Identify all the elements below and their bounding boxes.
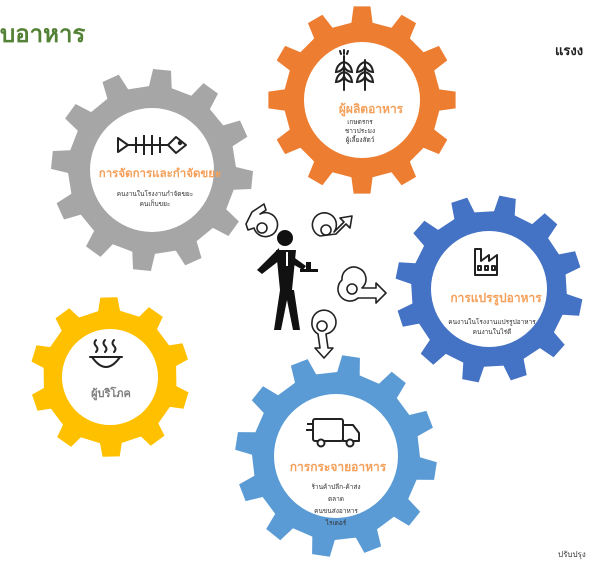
processing-line-1: คนงานในโรงงานแปรรูปอาหาร [448,318,536,326]
distribution-line-1: ร้านค้าปลีก-ค้าส่ง [311,483,360,491]
distribution-line-3: คนขนส่งอาหาร [314,507,358,515]
gear-distribution [235,355,437,557]
gear-producer [268,6,456,194]
truck-icon [306,418,360,448]
waste-line-1: คนงานในโรงงานกำจัดขยะ [117,190,193,198]
producer-title: ผู้ผลิตอาหาร [339,102,404,117]
footer-note: ปรับปรุง [558,550,586,559]
gear-arrow-icon [337,266,387,304]
waste-title: การจัดการและกำจัดขยะ [99,166,221,180]
hot-bowl-icon [89,339,123,368]
producer-line-1: เกษตรกร [347,118,373,126]
page-title: บอาหาร [0,20,86,48]
gear-arrow-icon [245,203,279,238]
distribution-line-2: ตลาด [328,495,344,503]
gear-arrow-icon [311,309,337,359]
gear-processing [395,195,583,383]
waiter-icon [257,230,318,330]
distribution-line-4: ไรเดอร์ [325,519,347,527]
producer-line-3: ผู้เลี้ยงสัตว์ [346,135,375,144]
factory-icon [474,248,498,276]
fish-bone-icon [117,135,187,155]
gear-consumer [31,297,189,457]
processing-title: การแปรรูปอาหาร [450,291,542,306]
gear-arrow-icon [311,212,353,237]
distribution-title: การกระจายอาหาร [290,460,387,474]
producer-line-2: ชาวประมง [345,127,375,135]
waste-line-2: คนเก็บขยะ [140,199,171,208]
wheat-icon [334,49,375,91]
processing-line-2: คนงานในไร่ดี [473,328,512,336]
consumer-title: ผู้บริโภค [91,386,131,401]
side-heading: แรงง [555,44,584,59]
